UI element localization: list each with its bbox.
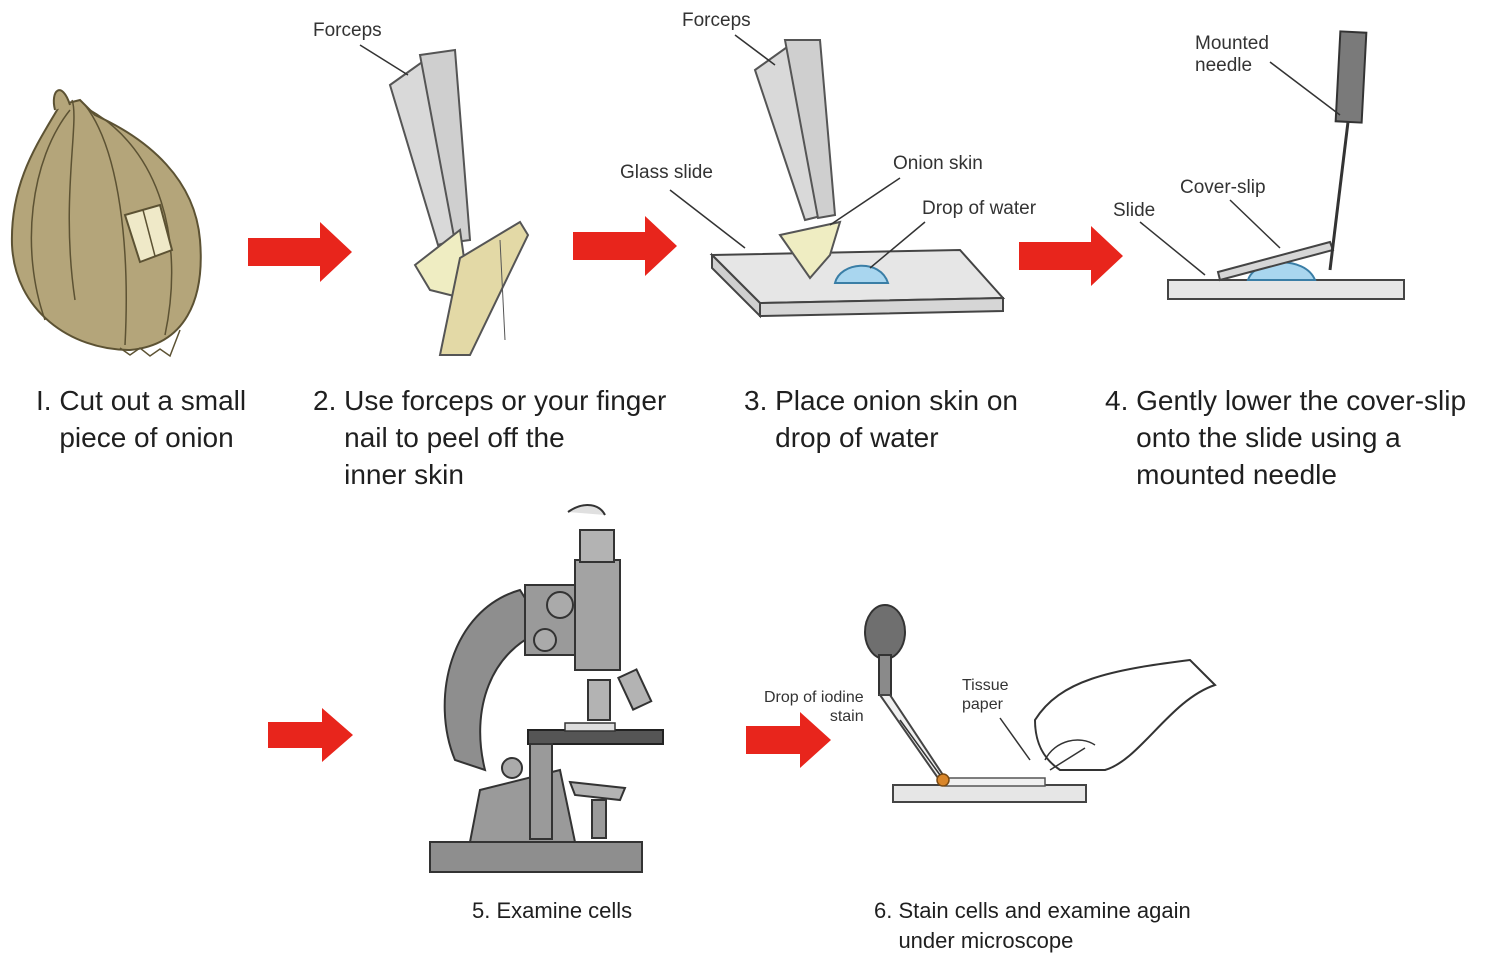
arrow-4-to-5 <box>268 708 353 762</box>
caption-step-4: 4. Gently lower the cover-slip onto the … <box>1105 382 1466 493</box>
label-tissue-paper: Tissue paper <box>962 676 1009 714</box>
arrow-1-to-2 <box>248 222 352 282</box>
onion-illustration <box>12 90 201 356</box>
arrow-2-to-3 <box>573 216 677 276</box>
caption-step-6: 6. Stain cells and examine again under m… <box>874 896 1191 956</box>
label-drop-of-iodine: Drop of iodine stain <box>764 688 864 726</box>
caption-step-1: I. Cut out a small piece of onion <box>36 382 246 456</box>
staining-illustration <box>865 605 1215 802</box>
peeling-illustration <box>390 50 528 355</box>
label-forceps-step2: Forceps <box>313 20 382 42</box>
caption-step-3: 3. Place onion skin on drop of water <box>744 382 1018 456</box>
arrow-3-to-4 <box>1019 226 1123 286</box>
label-forceps-step3: Forceps <box>682 10 751 32</box>
label-drop-of-water: Drop of water <box>922 198 1036 220</box>
microscope-illustration <box>430 505 663 872</box>
label-slide: Slide <box>1113 200 1155 222</box>
caption-step-2: 2. Use forceps or your finger nail to pe… <box>313 382 666 493</box>
label-glass-slide: Glass slide <box>620 162 713 184</box>
label-cover-slip: Cover-slip <box>1180 177 1266 199</box>
label-mounted-needle: Mounted needle <box>1195 33 1269 77</box>
slide-with-skin-illustration <box>712 40 1003 316</box>
label-onion-skin: Onion skin <box>893 153 983 175</box>
caption-step-5: 5. Examine cells <box>472 896 632 926</box>
